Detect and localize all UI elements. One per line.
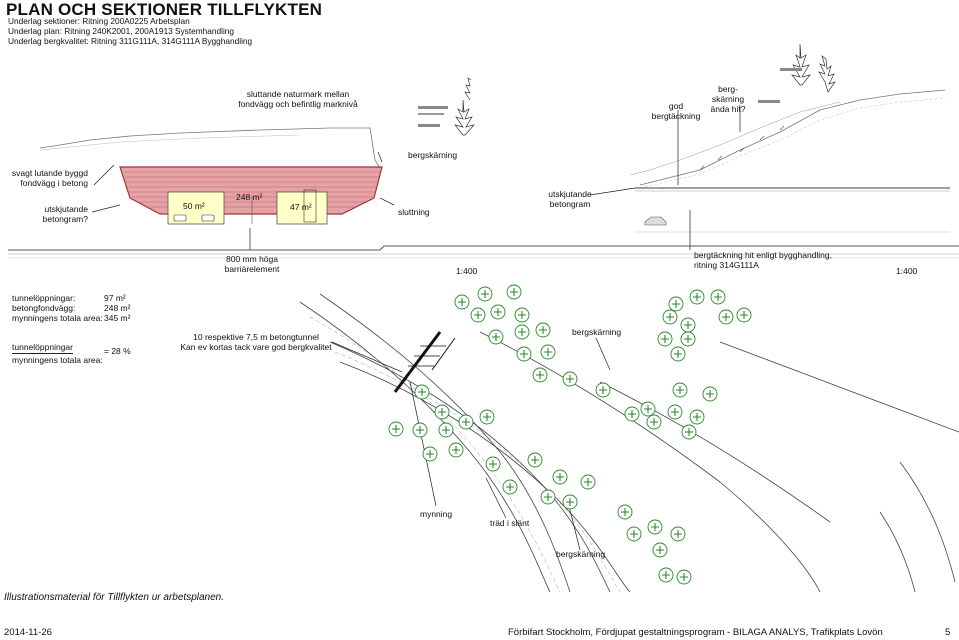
stat-label-tunnel: tunnelöppningar: <box>12 293 76 303</box>
tree-plus-mark <box>680 573 688 581</box>
tree-plus-mark <box>630 530 638 538</box>
tree-plus-mark <box>418 388 426 396</box>
tree-plus-mark <box>693 413 701 421</box>
stat-label-fondvagg: betongfondvägg: <box>12 303 76 313</box>
tree-plus-mark <box>676 386 684 394</box>
annotation-bergskarning-plan-bottom: bergskärning <box>556 549 606 559</box>
footer-date: 2014-11-26 <box>4 627 52 638</box>
tree-plus-mark <box>518 311 526 319</box>
tree-plus-mark <box>544 493 552 501</box>
tree-plus-mark <box>650 418 658 426</box>
tree-plus-mark <box>489 460 497 468</box>
tree-plus-mark <box>628 410 636 418</box>
annotation-bergskarning-question: berg- skärning ända hit? <box>710 84 746 114</box>
tree-plus-mark <box>510 288 518 296</box>
header-line-3: Underlag bergkvalitet: Ritning 311G111A,… <box>8 36 253 46</box>
tree-plus-mark <box>706 390 714 398</box>
area-mid-label: 248 m² <box>236 192 263 202</box>
annotation-bergtackning-ritning: bergtäckning hit enligt bygghandling, ri… <box>694 250 832 270</box>
tree-plus-mark <box>462 418 470 426</box>
tree-plus-mark <box>426 450 434 458</box>
tree-plus-mark <box>494 308 502 316</box>
tree-plus-mark <box>458 298 466 306</box>
scale-label-right: 1:400 <box>896 266 918 276</box>
annotation-sluttning: sluttning <box>398 207 430 217</box>
scale-label-left: 1:400 <box>456 266 478 276</box>
figure-caption: Illustrationsmaterial för Tillflykten ur… <box>4 592 225 603</box>
tree-plus-mark <box>438 408 446 416</box>
tree-plus-mark <box>556 473 564 481</box>
footer-credit: Förbifart Stockholm, Fördjupat gestaltni… <box>508 627 883 638</box>
area-left-label: 50 m² <box>183 201 205 211</box>
tree-plus-mark <box>392 425 400 433</box>
tree-plus-mark <box>452 446 460 454</box>
stat-value-fondvagg: 248 m² <box>104 303 131 313</box>
stat-label-total: mynningens totala area: <box>12 313 103 323</box>
header-line-2: Underlag plan: Ritning 240K2001, 200A191… <box>8 26 235 36</box>
tree-plus-mark <box>483 413 491 421</box>
stat-value-total: 345 m² <box>104 313 131 323</box>
fraction-denominator: mynningens totala area: <box>12 355 103 365</box>
tree-plus-mark <box>531 456 539 464</box>
tree-plus-mark <box>685 428 693 436</box>
tree-plus-mark <box>599 386 607 394</box>
tree-plus-mark <box>714 293 722 301</box>
annotation-bergskarning: bergskärning <box>408 150 458 160</box>
tree-plus-mark <box>666 313 674 321</box>
stat-value-tunnel: 97 m² <box>104 293 126 303</box>
tree-plus-mark <box>539 326 547 334</box>
tree-plus-mark <box>722 313 730 321</box>
tree-sketch-group <box>454 43 836 136</box>
tree-plus-mark <box>566 375 574 383</box>
tree-plus-mark <box>474 311 482 319</box>
annotation-utskjutande-question: utskjutande betongram? <box>42 204 88 224</box>
tree-plus-mark <box>621 508 629 516</box>
page-title: PLAN OCH SEKTIONER TILLFLYKTEN <box>6 0 323 19</box>
annotation-naturmark: sluttande naturmark mellan fondvägg och … <box>238 89 358 109</box>
header-line-1: Underlag sektioner: Ritning 200A0225 Arb… <box>8 16 190 26</box>
tree-plus-mark <box>416 426 424 434</box>
annotation-bergskarning-plan-top: bergskärning <box>572 327 622 337</box>
annotation-god-bergtackning: god bergtäckning <box>651 101 701 121</box>
tree-plus-mark <box>544 348 552 356</box>
tree-plus-mark <box>693 293 701 301</box>
tree-plus-mark <box>442 426 450 434</box>
tree-plus-mark <box>671 408 679 416</box>
tree-plus-mark <box>481 290 489 298</box>
annotation-mynning: mynning <box>420 509 453 519</box>
fraction-numerator: tunnelöppningar <box>12 342 73 354</box>
annotation-trad-i-slant: träd i slänt <box>490 518 530 528</box>
tree-plus-mark <box>536 371 544 379</box>
fraction-value: = 28 % <box>104 346 131 356</box>
tree-plus-mark <box>684 321 692 329</box>
tree-plus-mark <box>492 333 500 341</box>
tree-plus-mark <box>518 328 526 336</box>
tree-plus-mark <box>672 300 680 308</box>
tree-plus-mark <box>684 335 692 343</box>
tree-plus-mark <box>644 405 652 413</box>
footer-page-number: 5 <box>945 627 951 638</box>
tree-plus-mark <box>740 311 748 319</box>
tree-plus-mark <box>566 498 574 506</box>
annotation-utskjutande: utskjutande betongram <box>548 189 592 209</box>
tree-plus-mark <box>661 335 669 343</box>
tree-plus-mark <box>674 350 682 358</box>
tree-plus-mark <box>656 546 664 554</box>
plan-drawing <box>299 284 959 592</box>
tree-plus-mark <box>506 483 514 491</box>
annotation-svagt-lutande: svagt lutande byggd fondvägg i betong <box>11 168 88 188</box>
tree-plus-mark <box>651 523 659 531</box>
section-drawing <box>8 43 959 259</box>
annotation-betongtunnel: 10 respektive 7,5 m betongtunnel <box>193 332 319 342</box>
tree-plus-mark <box>584 478 592 486</box>
tree-plus-mark <box>662 571 670 579</box>
annotation-kortas: Kan ev kortas tack vare god bergkvalitet <box>180 342 332 352</box>
annotation-barriar: 800 mm höga barriärelement <box>224 254 280 274</box>
area-right-label: 47 m² <box>290 202 312 212</box>
tree-plus-mark <box>520 350 528 358</box>
tree-plus-mark <box>674 530 682 538</box>
